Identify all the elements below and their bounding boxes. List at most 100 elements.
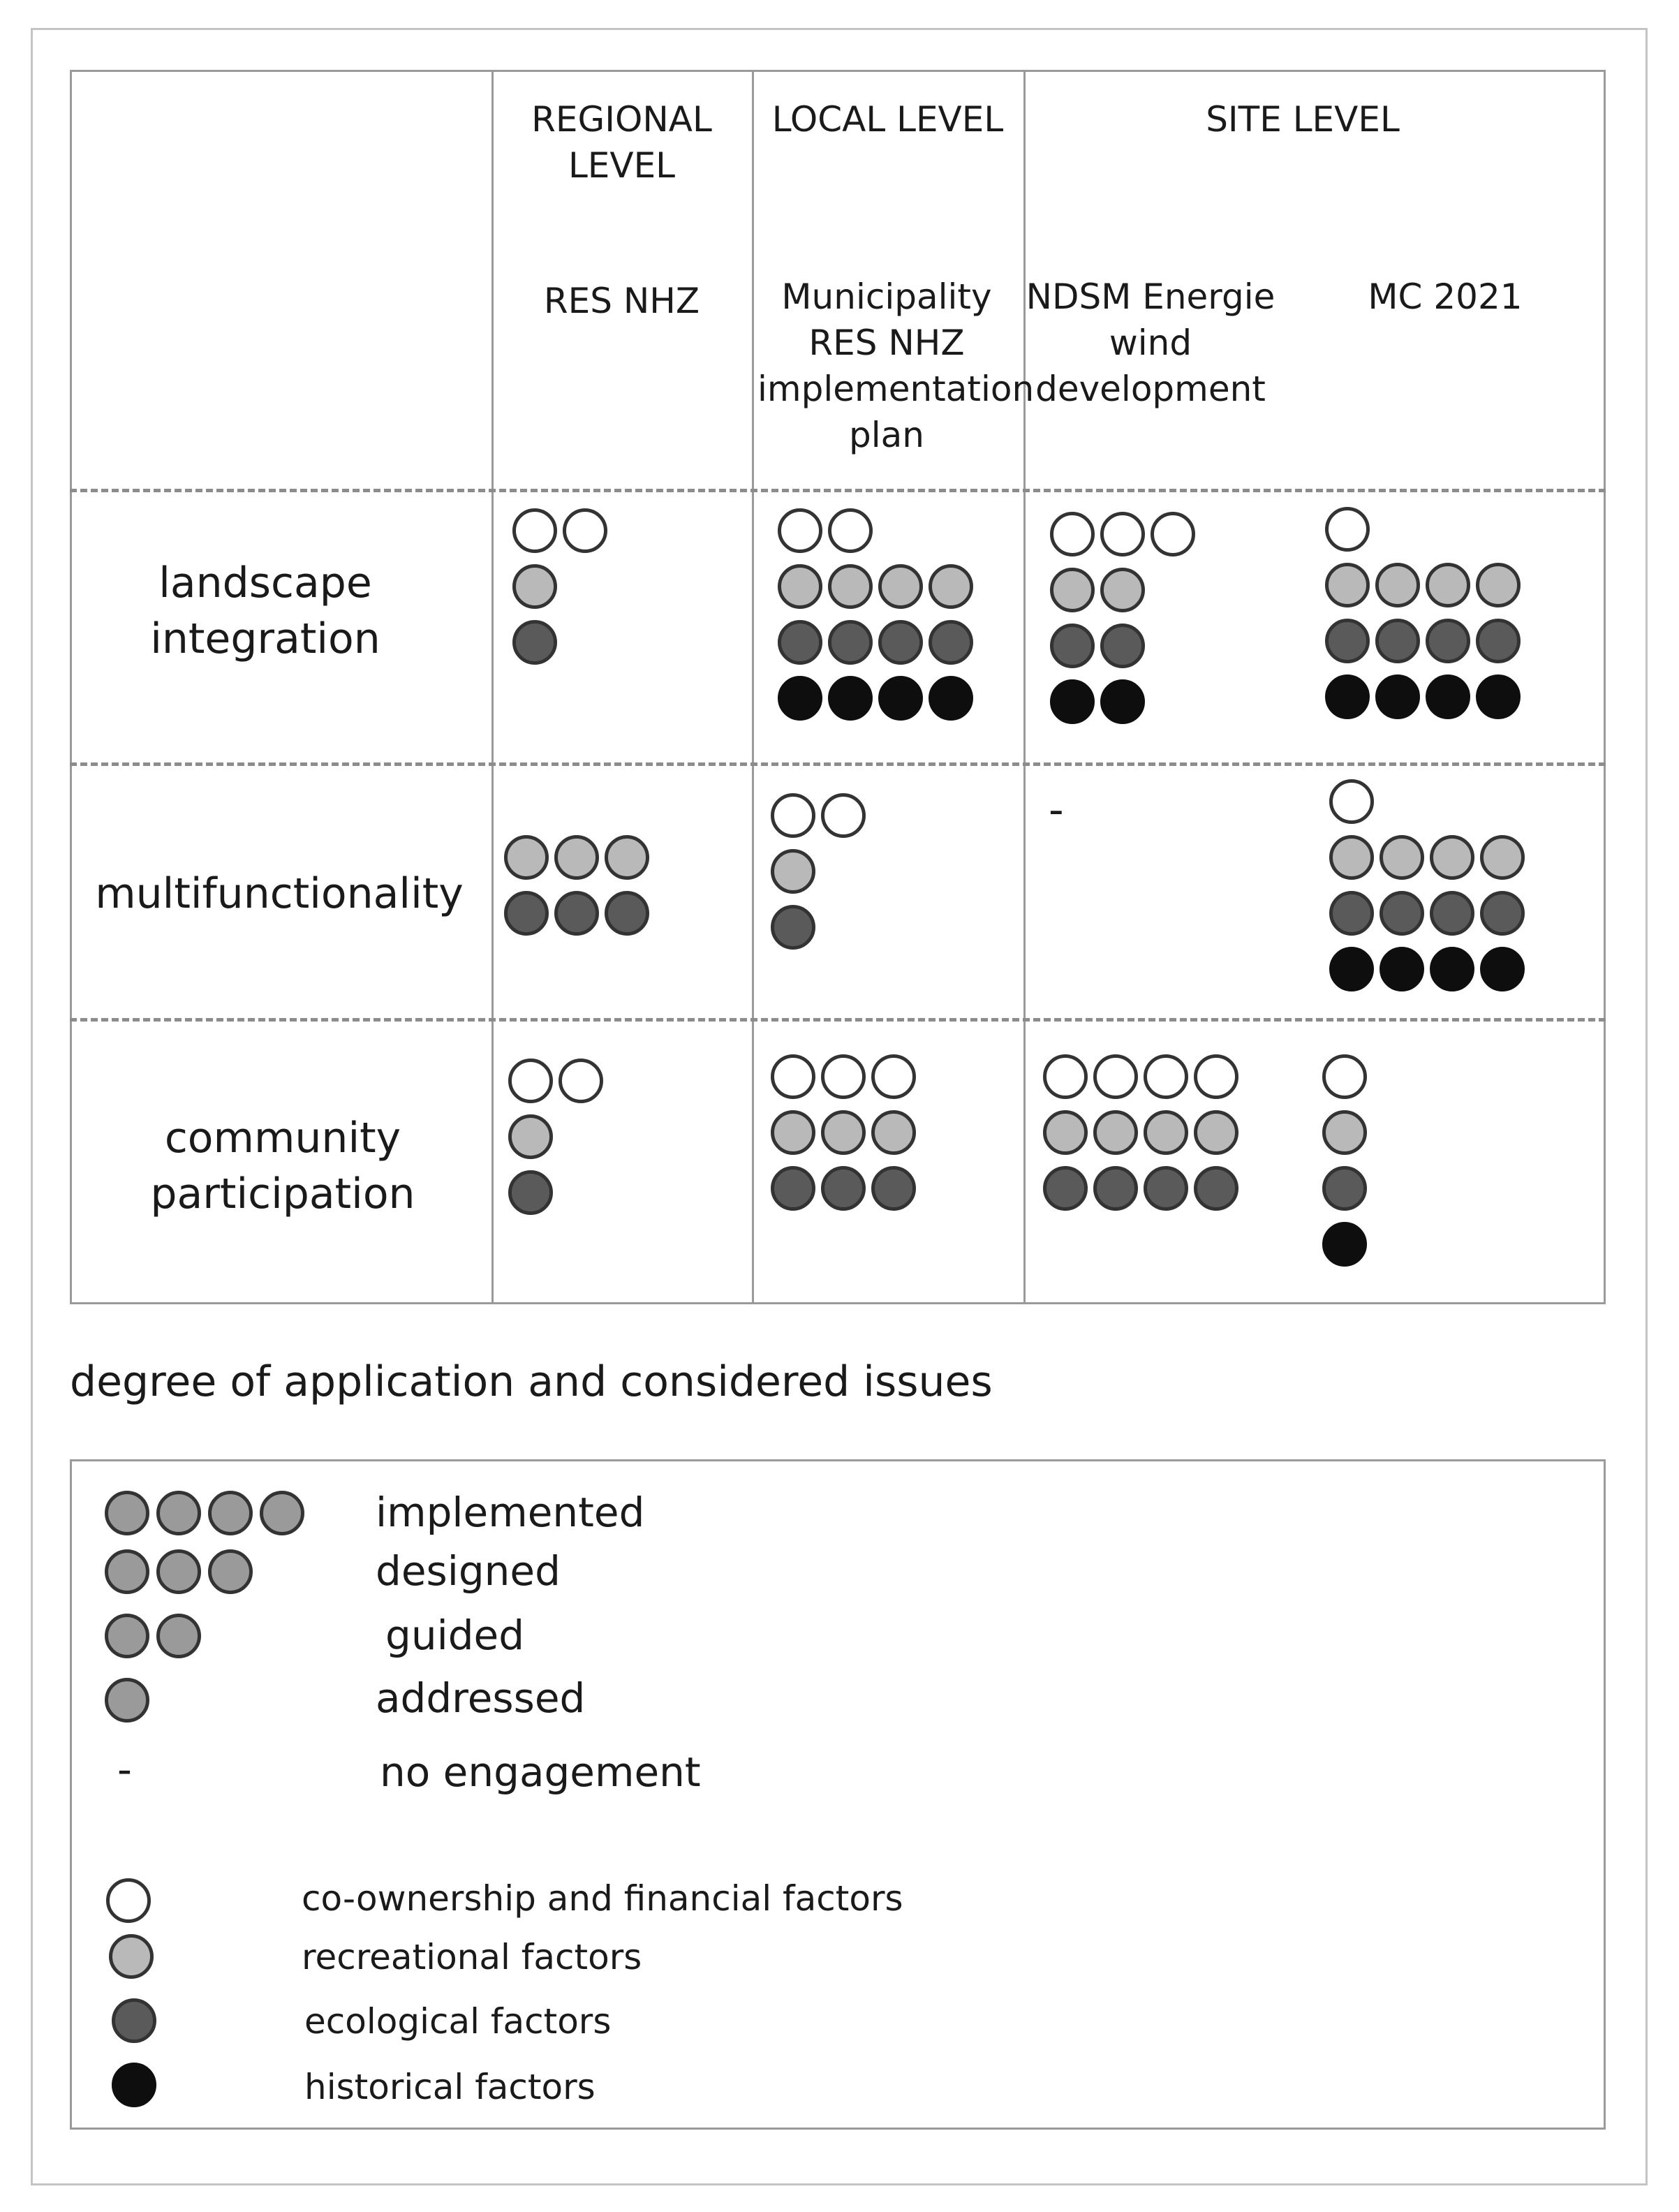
recreational-dot xyxy=(1050,568,1095,612)
cell-multifunctionality-municipality xyxy=(771,788,866,955)
ecological-dot xyxy=(1426,619,1470,663)
co-ownership-dot xyxy=(508,1059,553,1103)
header-ndsm: NDSM Energie wind development xyxy=(1026,276,1275,409)
ecological-dot xyxy=(821,1166,866,1211)
degree-dot xyxy=(105,1678,149,1723)
recreational-dot xyxy=(1093,1110,1138,1155)
header-res-nhz: RES NHZ xyxy=(543,281,700,321)
historical-dot xyxy=(929,676,973,721)
factor-row xyxy=(1050,562,1195,618)
outer-frame xyxy=(31,28,1648,2185)
recreational-dot xyxy=(828,564,873,609)
legend-label-implemented: implemented xyxy=(376,1489,645,1536)
recreational-dot xyxy=(929,564,973,609)
recreational-dot xyxy=(554,835,599,880)
legend-degree-row xyxy=(105,1482,304,1544)
header-mc2021: MC 2021 xyxy=(1368,276,1523,317)
co-ownership-dot xyxy=(1050,512,1095,556)
factor-row xyxy=(778,503,973,559)
historical-dot xyxy=(1426,674,1470,719)
factor-row xyxy=(1050,674,1195,730)
cell-multifunctionality-res-nhz xyxy=(504,830,649,941)
row-label-landscape-integration: landscape integration xyxy=(150,559,380,663)
factor-row xyxy=(1322,1160,1367,1216)
co-ownership-dot xyxy=(771,793,815,838)
ecological-dot xyxy=(778,620,822,665)
legend-label-guided: guided xyxy=(385,1612,525,1659)
co-ownership-dot xyxy=(1093,1054,1138,1099)
co-ownership-dot xyxy=(871,1054,916,1099)
factor-row xyxy=(1043,1105,1238,1160)
factor-row xyxy=(1325,669,1521,725)
recreational-dot xyxy=(1329,835,1374,880)
degree-dot xyxy=(208,1491,253,1535)
ecological-dot xyxy=(929,620,973,665)
legend-label-no-engagement: no engagement xyxy=(380,1748,701,1796)
recreational-dot xyxy=(1380,835,1424,880)
recreational-dot xyxy=(504,835,549,880)
ecological-dot xyxy=(504,891,549,936)
co-ownership-dot xyxy=(512,508,557,553)
degree-dot xyxy=(105,1614,149,1658)
row-divider xyxy=(70,762,1606,766)
ecological-dot xyxy=(1322,1166,1367,1211)
legend-label-designed: designed xyxy=(376,1547,561,1595)
cell-community-mc2021 xyxy=(1322,1049,1367,1272)
recreational-dot xyxy=(1480,835,1525,880)
cell-community-municipality xyxy=(771,1049,916,1216)
cell-landscape-municipality xyxy=(778,503,973,726)
historical-dot xyxy=(1476,674,1521,719)
recreational-dot xyxy=(771,1110,815,1155)
ecological-dot xyxy=(512,620,557,665)
legend-label-co-ownership: co-ownership and financial factors xyxy=(302,1878,903,1919)
legend-degree-row xyxy=(105,1605,201,1667)
co-ownership-dot xyxy=(828,508,873,553)
co-ownership-dot xyxy=(1151,512,1195,556)
ecological-dot xyxy=(871,1166,916,1211)
legend-label-historical: historical factors xyxy=(304,2067,596,2107)
cell-multifunctionality-ndsm: - xyxy=(1049,782,1064,838)
ecological-dot xyxy=(1430,891,1474,936)
co-ownership-dot xyxy=(771,1054,815,1099)
co-ownership-dot xyxy=(821,1054,866,1099)
column-divider xyxy=(491,70,494,1304)
factor-row xyxy=(512,559,607,614)
factor-row xyxy=(1043,1049,1238,1105)
ecological-dot xyxy=(1375,619,1420,663)
historical-dot xyxy=(1480,947,1525,991)
header-municipality: Municipality RES NHZ implementation plan xyxy=(757,276,1035,455)
factor-row xyxy=(512,503,607,559)
recreational-dot xyxy=(1144,1110,1188,1155)
factor-row xyxy=(1325,557,1521,613)
cell-landscape-res-nhz xyxy=(512,503,607,670)
factor-row xyxy=(504,830,649,885)
recreational-dot xyxy=(1325,563,1370,607)
ecological-dot xyxy=(605,891,649,936)
degree-dot xyxy=(208,1549,253,1594)
degree-dot xyxy=(156,1549,201,1594)
recreational-dot xyxy=(778,564,822,609)
legend-label-recreational: recreational factors xyxy=(302,1937,642,1977)
factor-row xyxy=(1322,1105,1367,1160)
legend-degree-row xyxy=(105,1669,149,1732)
co-ownership-dot xyxy=(1194,1054,1238,1099)
recreational-dot xyxy=(512,564,557,609)
recreational-dot xyxy=(1322,1110,1367,1155)
ecological-dot xyxy=(771,905,815,950)
recreational-dot xyxy=(771,849,815,894)
ecological-dot xyxy=(771,1166,815,1211)
row-divider xyxy=(70,1018,1606,1022)
factor-row xyxy=(508,1053,603,1109)
historical-dot xyxy=(1322,1222,1367,1267)
factor-row xyxy=(771,1049,916,1105)
historical-dot xyxy=(878,676,923,721)
ecological-dot xyxy=(1480,891,1525,936)
factor-row xyxy=(1329,941,1525,997)
ecological-dot xyxy=(554,891,599,936)
historical-dot xyxy=(1329,947,1374,991)
ecological-dot xyxy=(1100,624,1145,668)
degree-dot xyxy=(156,1491,201,1535)
legend-no-engagement-symbol: - xyxy=(117,1746,132,1793)
ecological-dot xyxy=(1050,624,1095,668)
degree-dot xyxy=(156,1614,201,1658)
